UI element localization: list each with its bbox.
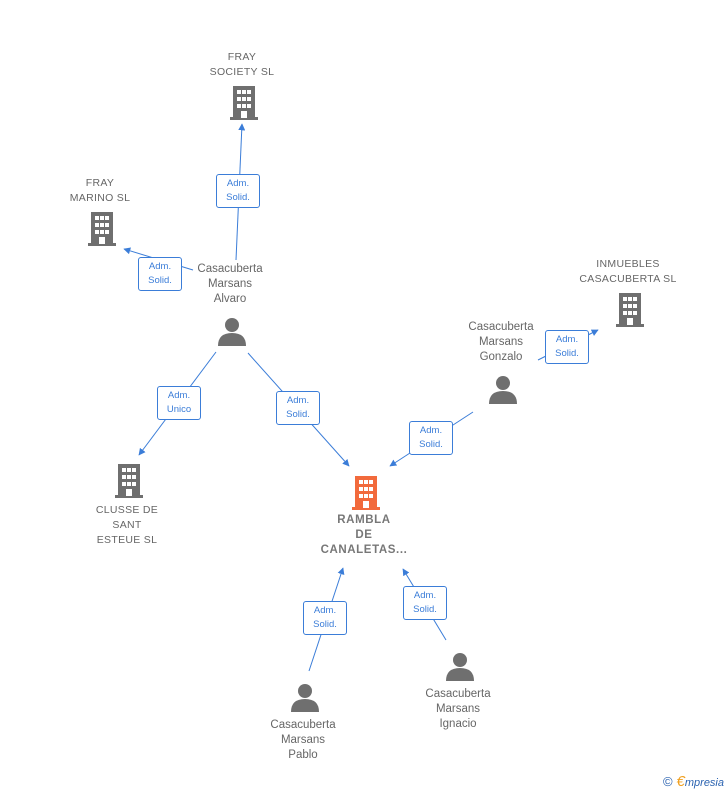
empresia-logo-text: mpresia: [684, 777, 724, 789]
company-label-inmuebles: INMUEBLES CASACUBERTA SL: [579, 258, 677, 285]
building-icon[interactable]: [350, 476, 382, 510]
edge-label-alvaro-clusse: Adm. Unico: [157, 386, 201, 420]
empresia-logo-initial: €: [676, 773, 685, 790]
person-icon[interactable]: [218, 317, 246, 347]
building-icon[interactable]: [615, 293, 645, 327]
person-label-gonzalo: Casacuberta Marsans Gonzalo: [468, 321, 534, 363]
person-label-ignacio: Casacuberta Marsans Ignacio: [425, 688, 491, 730]
building-icon[interactable]: [87, 212, 117, 246]
company-label-clusse: CLUSSE DE SANT ESTEUE SL: [95, 504, 159, 546]
edge-label-ignacio-rambla: Adm. Solid.: [403, 586, 447, 620]
company-label-fray-society: FRAY SOCIETY SL: [209, 51, 275, 78]
copyright-icon: ©: [662, 774, 673, 789]
edge-label-pablo-rambla: Adm. Solid.: [303, 601, 347, 635]
main-company-label: RAMBLA DE CANALETAS...: [320, 514, 408, 556]
building-icon[interactable]: [114, 464, 144, 498]
building-icon[interactable]: [229, 86, 259, 120]
person-icon[interactable]: [291, 683, 319, 713]
edge-label-gonzalo-inmuebles: Adm. Solid.: [545, 330, 589, 364]
person-icon[interactable]: [446, 652, 474, 682]
person-icon[interactable]: [489, 375, 517, 405]
person-label-pablo: Casacuberta Marsans Pablo: [270, 719, 336, 761]
edge-label-gonzalo-rambla: Adm. Solid.: [409, 421, 453, 455]
company-label-fray-marino: FRAY MARINO SL: [69, 177, 131, 204]
person-label-alvaro: Casacuberta Marsans Alvaro: [197, 263, 263, 305]
edge-label-alvaro-fray-marino: Adm. Solid.: [138, 257, 182, 291]
empresia-credit[interactable]: ©€mpresia: [663, 773, 724, 790]
edge-label-alvaro-fray-society: Adm. Solid.: [216, 174, 260, 208]
edge-label-alvaro-rambla: Adm. Solid.: [276, 391, 320, 425]
